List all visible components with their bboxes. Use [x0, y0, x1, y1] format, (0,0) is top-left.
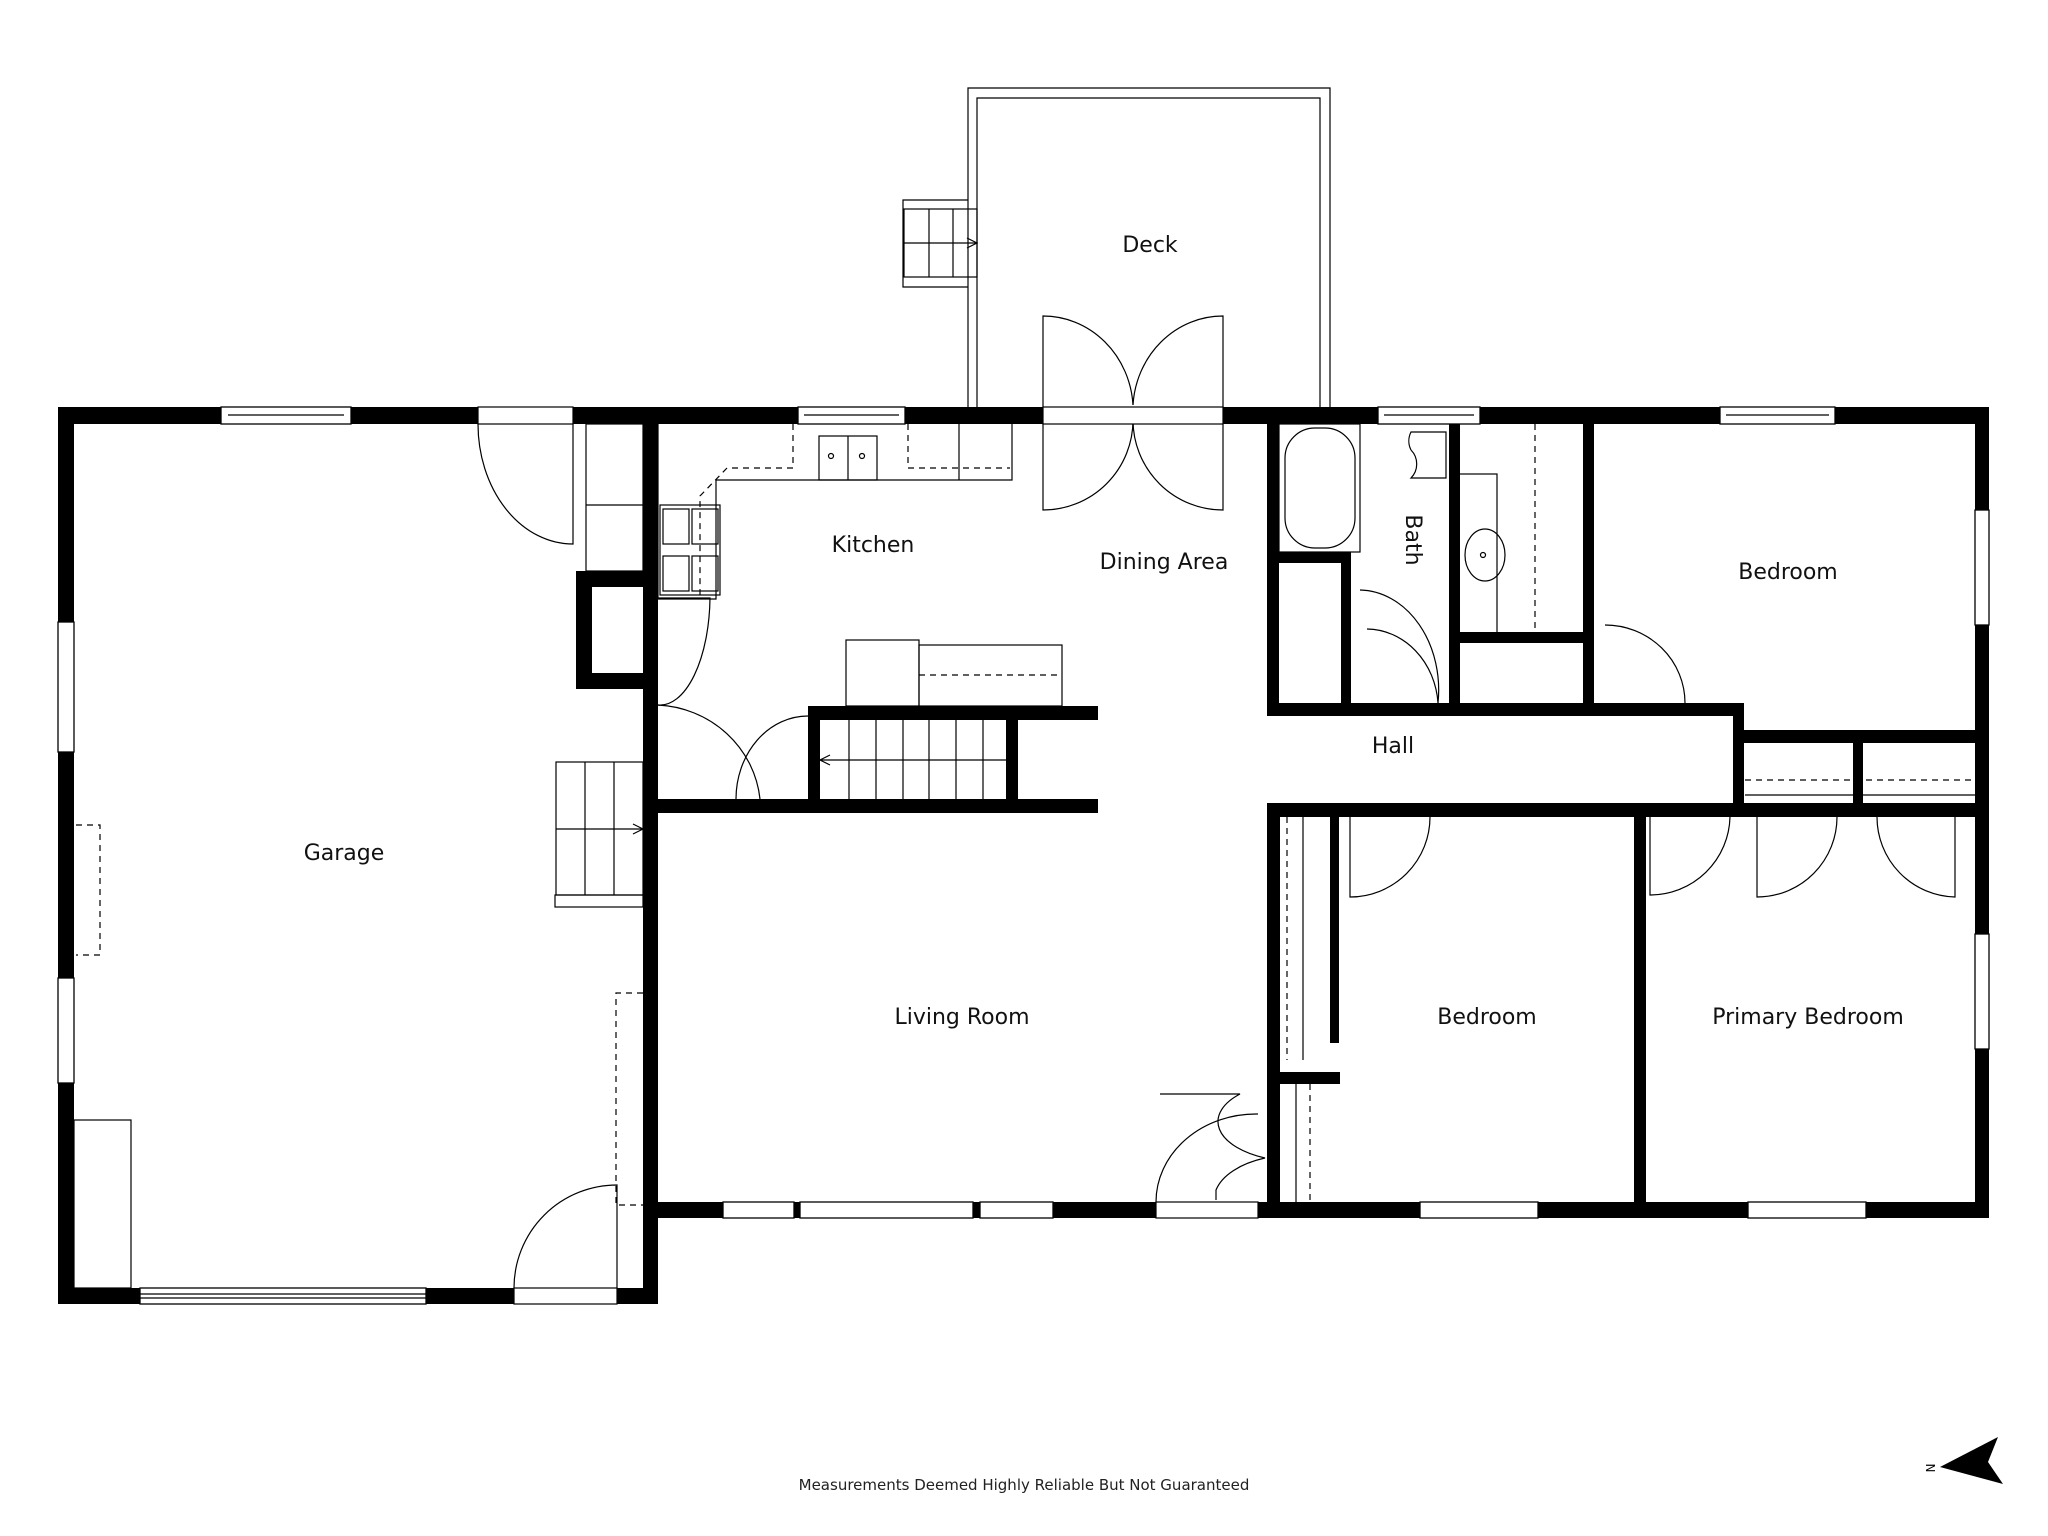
- doors: [477, 423, 1956, 1289]
- room-label-dining: Dining Area: [1100, 550, 1229, 575]
- disclaimer-text: Measurements Deemed Highly Reliable But …: [799, 1476, 1250, 1494]
- room-label-bedroom-ne: Bedroom: [1738, 560, 1838, 585]
- room-label-garage: Garage: [304, 841, 385, 866]
- room-label-bath: Bath: [1400, 514, 1425, 565]
- room-label-primary-bedroom: Primary Bedroom: [1712, 1005, 1904, 1030]
- room-label-bedroom-mid: Bedroom: [1437, 1005, 1537, 1030]
- basement-stairs: [818, 720, 1006, 799]
- room-label-deck: Deck: [1122, 233, 1178, 258]
- room-labels: Deck Kitchen Dining Area Bath Bedroom Ha…: [304, 233, 1904, 1030]
- windows: [57, 406, 1990, 1305]
- north-arrow-icon: [1940, 1437, 2003, 1484]
- fixtures: [73, 423, 1975, 1289]
- deck: [902, 87, 1331, 511]
- room-label-living: Living Room: [894, 1005, 1029, 1030]
- north-label: N: [1923, 1464, 1937, 1473]
- compass: N: [1923, 1437, 2003, 1484]
- room-label-hall: Hall: [1372, 734, 1414, 759]
- room-label-kitchen: Kitchen: [832, 533, 915, 558]
